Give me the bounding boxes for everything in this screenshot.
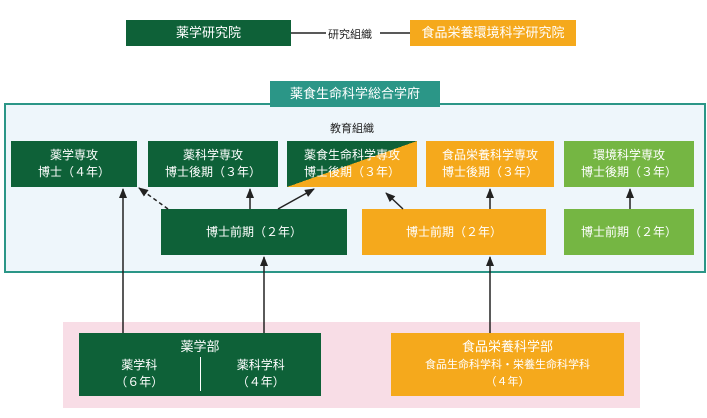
arrow-masters-to-food-life (277, 188, 315, 210)
program-name: 食品栄養科学専攻 (441, 148, 538, 162)
arrow-masters-to-doctor-dashed (138, 187, 169, 210)
program-food-nutrition-sciences: 食品栄養科学専攻 博士後期（３年） (426, 141, 554, 187)
program-name: 薬学専攻 (49, 148, 98, 162)
faculty-title: 食品栄養科学部 (461, 340, 553, 355)
faculty-pharmacy: 薬学部 薬学科 （６年） 薬科学科 （４年） (79, 333, 321, 396)
legend-right-label: 食品栄養環境科学研究院 (421, 25, 565, 41)
department-pharmaceutical-sciences: 薬科学科 （４年） (236, 358, 285, 389)
faculty-departments: 食品生命科学科・栄養生命科学科 (425, 358, 590, 371)
education-organization-label: 教育組織 (330, 122, 374, 135)
program-name: 薬科学専攻 (182, 148, 243, 162)
program-pharmaceutical-sciences: 薬科学専攻 博士後期（３年） (148, 141, 278, 187)
graduate-school-title: 薬食生命科学総合学府 (270, 81, 440, 107)
program-name: 薬食生命科学専攻 (303, 148, 400, 162)
department-pharmacy: 薬学科 （６年） (79, 357, 201, 391)
legend-left-label: 薬学研究院 (175, 25, 241, 41)
program-term: 博士後期（３年） (580, 165, 677, 179)
program-term: 博士後期（３年） (303, 165, 400, 179)
program-environmental-sciences: 環境科学専攻 博士後期（３年） (564, 141, 694, 187)
program-food-life-sciences: 薬食生命科学専攻 博士後期（３年） (287, 141, 417, 187)
program-term: 博士（４年） (37, 165, 110, 179)
arrow-food-masters-to-food-life (385, 192, 404, 210)
masters-environment: 博士前期（２年） (564, 209, 694, 255)
program-term: 博士後期（３年） (164, 165, 261, 179)
legend-link-label: 研究組織 (328, 28, 372, 41)
faculty-food-nutrition: 食品栄養科学部 食品生命科学科・栄養生命科学科 （４年） (391, 333, 624, 396)
faculty-title: 薬学部 (180, 340, 220, 355)
masters-pharmacy: 博士前期（２年） (161, 209, 347, 255)
masters-food: 博士前期（２年） (362, 209, 546, 255)
program-term: 博士後期（３年） (441, 165, 538, 179)
legend-food-env-research-institute: 食品栄養環境科学研究院 (410, 20, 576, 46)
legend-pharm-research-institute: 薬学研究院 (126, 20, 291, 46)
faculty-years: （４年） (485, 375, 530, 388)
program-pharmacy-doctor: 薬学専攻 博士（４年） (11, 141, 137, 187)
program-name: 環境科学専攻 (592, 148, 665, 162)
